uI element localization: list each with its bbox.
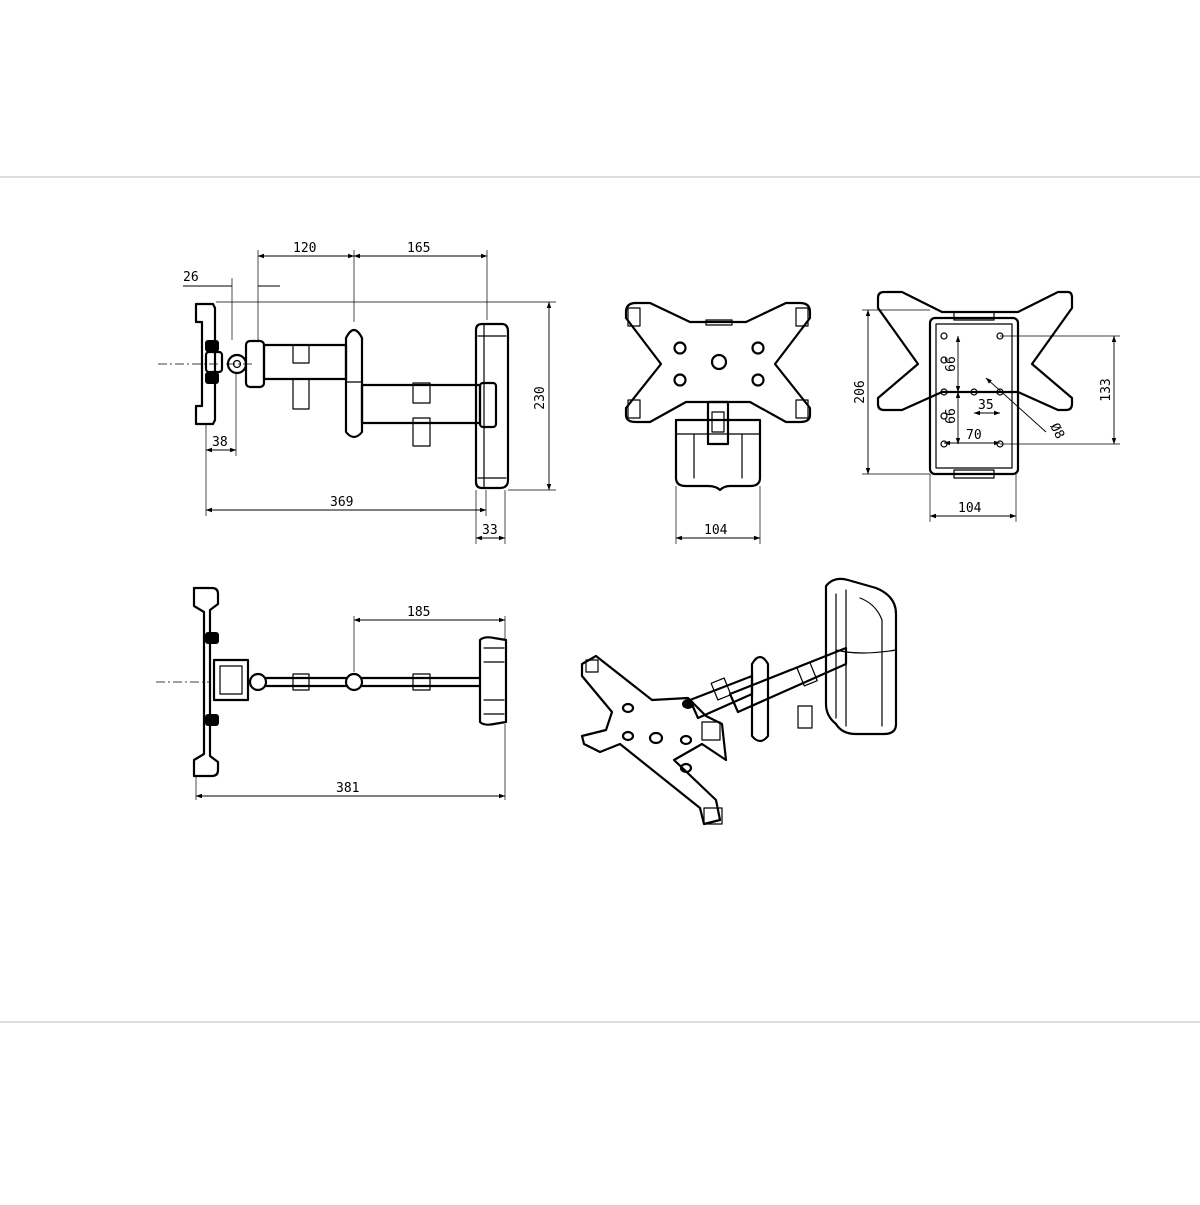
arm-body-back [674, 418, 762, 492]
vesa-top-slot [705, 319, 733, 326]
wall-plate-inner [935, 323, 1013, 469]
elbow-joint [344, 328, 364, 439]
wall-hole-2 [940, 356, 948, 364]
dim-66-bottom-label: 66 [944, 408, 959, 424]
dim-230-label: 230 [533, 386, 548, 409]
vesa-tab-bl [627, 399, 641, 419]
wall-plate-profile [474, 322, 510, 490]
vesa-tab-br [795, 399, 809, 419]
vesa-tab-tl [627, 307, 641, 327]
wall-plate-view: 206 66 66 35 70 Ø8 133 104 [853, 290, 1120, 522]
dim-120-label: 120 [293, 241, 316, 256]
arm2-head [478, 381, 498, 429]
dim-66-top-label: 66 [944, 356, 959, 372]
iso-vesa-hole-4 [679, 762, 693, 774]
arm1-body [262, 343, 348, 381]
iso-arm-1 [688, 674, 754, 720]
arm2-body [360, 383, 482, 425]
iso-vesa-tab-hub [701, 721, 721, 741]
arm1-clip-upper [292, 344, 310, 364]
iso-vesa-hole-1 [621, 702, 635, 714]
plate-bolt-lower [205, 372, 219, 384]
dim-206-label: 206 [853, 380, 868, 403]
top-tilt-block [212, 658, 250, 702]
isometric-view [580, 577, 898, 826]
top-arm1-clip [292, 673, 310, 691]
front-view: 26 120 165 230 38 369 33 [158, 241, 556, 544]
back-view: 104 [624, 301, 812, 544]
top-view: 185 381 [156, 586, 508, 800]
vesa-plate-outline [624, 301, 812, 424]
iso-arm-2-clip [796, 661, 818, 687]
wall-hole-6 [970, 388, 978, 396]
dim-hole-label: Ø8 [1046, 421, 1067, 442]
dim-38-label: 38 [212, 435, 228, 450]
dim-104-wall-label: 104 [958, 501, 982, 516]
dim-104-back-label: 104 [704, 523, 728, 538]
vesa-center-hole [710, 353, 728, 371]
vesa-plate-top-profile [192, 586, 220, 778]
wall-hole-7 [996, 388, 1004, 396]
top-bolt-2 [205, 714, 219, 726]
arm1-clip-lower [292, 378, 310, 410]
arm2-clip-upper [412, 382, 431, 404]
vesa-plate-profile [194, 302, 217, 426]
iso-vesa-plate [580, 654, 728, 826]
wall-plate-top-tab [953, 311, 995, 321]
wall-plate-outline [928, 316, 1020, 476]
top-arm2-clip [412, 673, 431, 691]
top-bolt-1 [205, 632, 219, 644]
dim-70-label: 70 [966, 428, 982, 443]
top-tilt-joint [248, 672, 268, 692]
top-elbow [344, 672, 364, 692]
iso-vesa-center-hole [648, 731, 664, 745]
iso-vesa-tab-br [703, 807, 723, 825]
plate-hub [204, 350, 224, 374]
dim-leader-hole [985, 377, 1047, 433]
vesa-hole-bl [673, 373, 687, 387]
vesa-plate-outline-behind [876, 290, 1074, 412]
dim-381-label: 381 [336, 781, 359, 796]
iso-elbow [750, 655, 770, 743]
arm-neck [706, 400, 730, 446]
iso-wall-plate [824, 577, 898, 736]
vesa-hole-tl [673, 341, 687, 355]
dim-165-label: 165 [407, 241, 430, 256]
vesa-tab-tr [795, 307, 809, 327]
wall-hole-1 [940, 332, 948, 340]
iso-arm-2-clip-lower [797, 705, 813, 729]
arm2-clip-lower [412, 417, 431, 447]
dim-133-label: 133 [1099, 378, 1114, 401]
arm-neck-clip [711, 411, 725, 433]
dim-33-label: 33 [482, 523, 498, 538]
wall-plate-bottom-tab [953, 469, 995, 479]
iso-vesa-hole-2 [621, 730, 635, 742]
top-wall-plate [478, 636, 508, 726]
dim-35-label: 35 [978, 398, 994, 413]
vesa-hole-tr [751, 341, 765, 355]
iso-wall-edge-3 [859, 597, 883, 727]
dim-369-label: 369 [330, 495, 353, 510]
iso-tilt-knob [682, 699, 694, 709]
dim-26-label: 26 [183, 270, 199, 285]
plate-bolt-upper [205, 340, 219, 352]
dim-185-label: 185 [407, 605, 430, 620]
wall-hole-5 [940, 440, 948, 448]
iso-arm-2 [728, 646, 848, 714]
top-tilt-block-inner [219, 665, 243, 695]
iso-vesa-hole-3 [679, 734, 693, 746]
wall-hole-3 [940, 388, 948, 396]
iso-vesa-tab-tl [585, 659, 599, 673]
vesa-hole-br [751, 373, 765, 387]
iso-arm-1-clip [710, 677, 732, 701]
wall-hole-4 [940, 412, 948, 420]
